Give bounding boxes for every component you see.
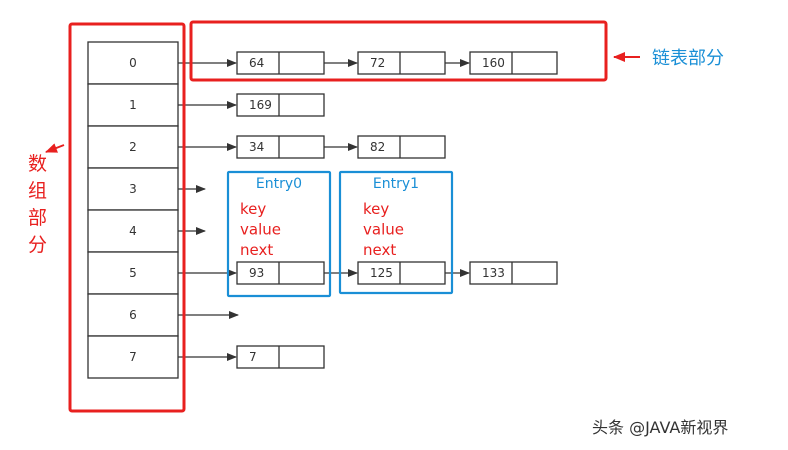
node-value: 72 (370, 56, 385, 70)
node-value: 169 (249, 98, 272, 112)
node-value: 34 (249, 140, 264, 154)
array-part-char: 部 (28, 207, 47, 229)
linked-list-part-highlight (189, 20, 608, 82)
node-value: 7 (249, 350, 257, 364)
node-value: 93 (249, 266, 264, 280)
entry-boxes: Entry0 key value next Entry1 key value next (226, 170, 454, 298)
entry-title: Entry0 (256, 176, 302, 192)
array-label-arrow (45, 143, 65, 153)
array-index: 5 (129, 266, 137, 280)
array-cell (87, 41, 179, 85)
node-value: 82 (370, 140, 385, 154)
array-index: 7 (129, 350, 137, 364)
list-node (469, 261, 558, 285)
list-node (469, 51, 558, 75)
list-node (357, 135, 446, 159)
entry-field: next (363, 241, 396, 259)
list-node (236, 93, 325, 117)
array-part-label: 数 组 部 分 (28, 153, 47, 256)
entry-field: next (240, 241, 273, 259)
list-node (236, 345, 325, 369)
entry-field: value (240, 221, 281, 239)
array-index: 0 (129, 56, 137, 70)
array-part-highlight (68, 22, 186, 413)
array-index: 4 (129, 224, 137, 238)
entry-field: key (363, 200, 389, 218)
entry-box (226, 170, 332, 298)
array-cell (87, 251, 179, 295)
array-index: 1 (129, 98, 137, 112)
entry-title: Entry1 (373, 176, 419, 192)
array-index: 3 (129, 182, 137, 196)
node-value: 160 (482, 56, 505, 70)
array-part-char: 数 (28, 153, 47, 175)
array-cell (87, 335, 179, 379)
bucket-array: 0 1 2 3 4 5 6 7 (87, 41, 179, 379)
array-cell (87, 83, 179, 127)
watermark: 头条 @JAVA新视界 (592, 418, 728, 437)
node-value: 125 (370, 266, 393, 280)
node-value: 133 (482, 266, 505, 280)
linked-lists: 64 72 160 169 34 82 93 125 133 7 (178, 51, 558, 369)
linked-list-part-label: 链表部分 (652, 48, 724, 69)
array-index: 2 (129, 140, 137, 154)
entry-field: key (240, 200, 266, 218)
node-value: 64 (249, 56, 264, 70)
array-index: 6 (129, 308, 137, 322)
entry-field: value (363, 221, 404, 239)
array-part-char: 分 (28, 234, 47, 256)
entry-box (338, 170, 454, 295)
array-part-char: 组 (28, 180, 47, 202)
